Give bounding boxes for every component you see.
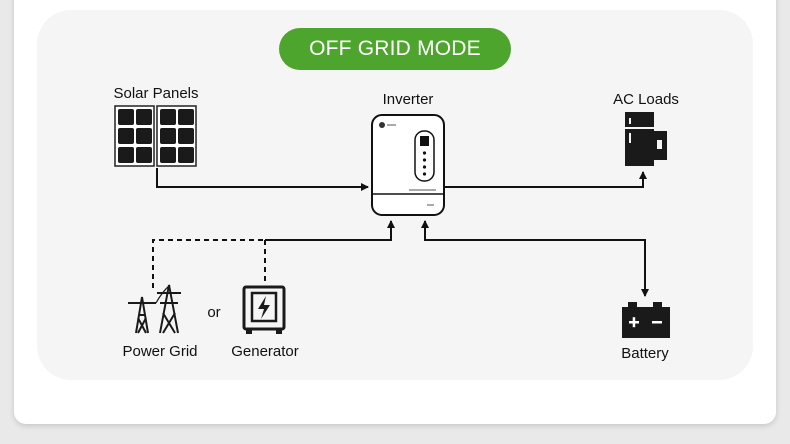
connection-lines: [156, 168, 649, 297]
generator-label: Generator: [231, 343, 299, 360]
power-tower-icon: [128, 284, 181, 334]
inverter-label: Inverter: [382, 91, 434, 108]
solar-panel-icon: [114, 105, 197, 167]
battery-icon: [622, 302, 670, 338]
solar-panels-label: Solar Panels: [113, 85, 199, 102]
or-text: or: [207, 304, 221, 321]
generator-icon: [242, 285, 286, 334]
refrigerator-icon: [625, 112, 667, 166]
power-grid-label: Power Grid: [122, 343, 198, 360]
ac-loads-label: AC Loads: [613, 91, 679, 108]
dashed-grid-lines: [152, 239, 266, 288]
battery-label: Battery: [621, 345, 669, 362]
inverter-icon: [371, 114, 445, 216]
mode-badge: OFF GRID MODE: [279, 28, 511, 70]
